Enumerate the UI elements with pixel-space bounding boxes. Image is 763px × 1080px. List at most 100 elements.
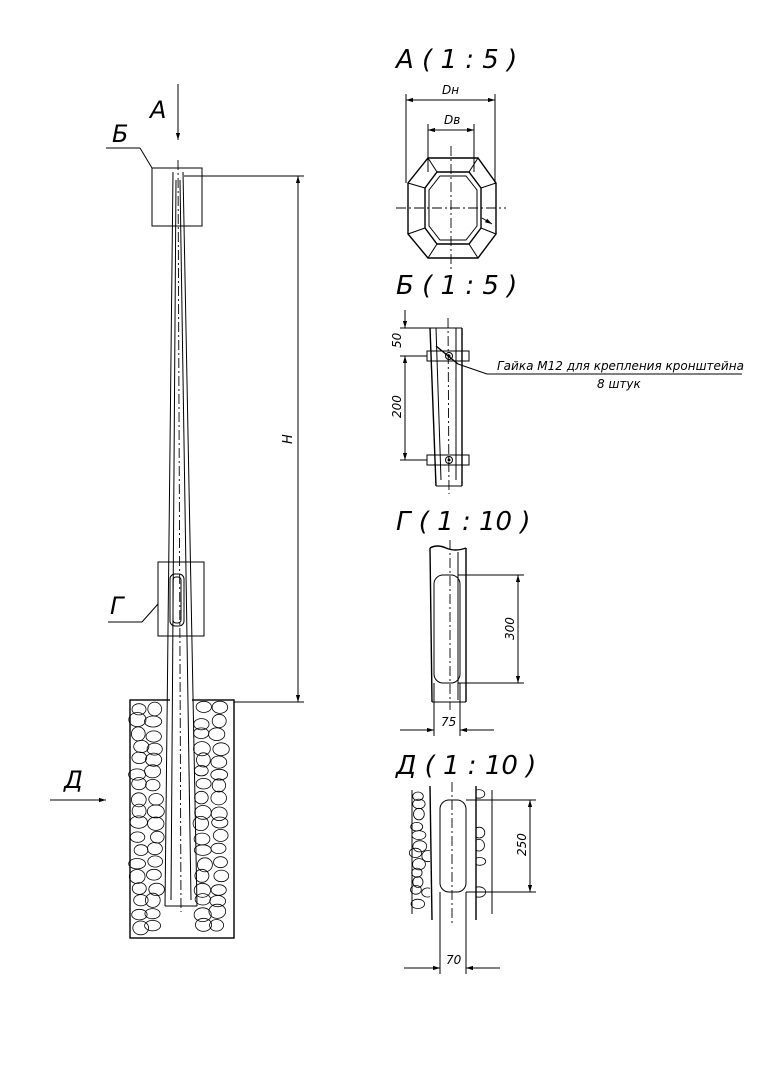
stone-shape (210, 842, 227, 855)
stone-shape (210, 884, 227, 896)
stone-shape (147, 816, 165, 831)
dim-top-offset: 50 (390, 332, 404, 348)
label-a: А (148, 96, 166, 124)
stone-shape (131, 908, 148, 921)
stone-shape (195, 778, 212, 790)
stone-shape (411, 830, 427, 840)
label-d: Д (63, 766, 83, 794)
note-nut: Гайка М12 для крепления кронштейна (497, 359, 744, 373)
stone-shape (133, 894, 149, 907)
stone-shape (209, 895, 227, 908)
stone-shape (146, 804, 165, 819)
stone-shape (147, 701, 163, 717)
stone-shape (128, 869, 146, 884)
stone-shape (193, 741, 211, 757)
stone-shape (213, 856, 228, 869)
dim-hatch-width: 75 (441, 715, 456, 729)
stone-shape (410, 898, 426, 910)
dim-opening-width: 70 (446, 953, 462, 967)
stone-shape (146, 842, 163, 856)
view-d: Д ( 1 : 10 ) 250 70 (395, 751, 536, 974)
stone-shape (131, 726, 146, 742)
stone-shape (147, 855, 164, 868)
stone-shape (148, 882, 165, 897)
stone-shape (412, 840, 428, 853)
stone-shape (144, 908, 161, 920)
view-a: А ( 1 : 5 ) Dн Dв (394, 45, 517, 270)
stone-shape (131, 792, 147, 808)
stone-shape (192, 816, 209, 832)
dim-opening-height: 250 (515, 833, 529, 856)
stone-shape (193, 907, 212, 922)
stone-shape (208, 903, 227, 919)
dim-nut-span: 200 (390, 395, 404, 418)
view-d-title: Д ( 1 : 10 ) (395, 751, 536, 781)
stone-shape (145, 752, 163, 767)
stone-shape (145, 778, 161, 792)
view-g: Г ( 1 : 10 ) 300 75 (396, 507, 530, 736)
hatch-opening (169, 573, 185, 627)
stone-shape (196, 857, 213, 873)
stone-shape (145, 892, 161, 908)
label-b: Б (112, 120, 128, 148)
stone-shape (410, 884, 422, 895)
stone-shape (144, 919, 162, 932)
stone-shape (129, 831, 146, 843)
stone-shape (144, 715, 163, 728)
stone-shape (413, 807, 425, 821)
stone-shape (146, 868, 162, 881)
stone-shape (210, 768, 229, 781)
dim-inner-diameter: Dв (444, 113, 460, 127)
stone-shape (412, 858, 426, 871)
stone-shape (210, 790, 227, 806)
stone-shape (193, 882, 211, 898)
stone-shape (211, 816, 229, 829)
stone-shape (208, 727, 226, 741)
label-g: Г (110, 592, 125, 620)
detail-box-g (157, 561, 205, 637)
stone-shape (212, 742, 230, 756)
view-b: Б ( 1 : 5 ) 50 200 Гайка М12 для креплен… (390, 271, 744, 495)
dim-outer-diameter: Dн (442, 83, 459, 97)
stone-shape (209, 919, 225, 932)
view-a-title: А ( 1 : 5 ) (394, 45, 517, 75)
stone-shape (408, 847, 423, 859)
stone-shape (211, 713, 227, 729)
stone-shape (211, 700, 229, 714)
stone-shape (412, 791, 424, 802)
stone-shape (194, 868, 210, 883)
stone-shape (193, 844, 212, 856)
stone-shape (213, 869, 230, 883)
main-view: Б А Г Д H (50, 84, 304, 939)
stone-shape (145, 730, 162, 743)
foundation (128, 699, 235, 939)
pole (164, 159, 198, 913)
stone-shape (150, 830, 165, 844)
stone-shape (210, 755, 228, 769)
stone-shape (212, 829, 229, 842)
stone-shape (193, 832, 211, 846)
height-dimension: H (184, 175, 304, 703)
stone-shape (195, 700, 212, 713)
stone-shape (133, 844, 149, 856)
stone-shape (131, 777, 147, 791)
stone-shape (131, 882, 147, 895)
detail-box-b (151, 167, 203, 227)
stone-shape (194, 917, 212, 932)
stone-shape (211, 778, 226, 793)
view-b-title: Б ( 1 : 5 ) (396, 271, 517, 301)
stone-shape (133, 740, 150, 754)
stone-shape (148, 793, 164, 806)
note-count: 8 штук (597, 377, 642, 391)
view-g-title: Г ( 1 : 10 ) (396, 507, 530, 537)
stone-shape (144, 764, 162, 779)
foundation-stones (128, 700, 230, 936)
stone-shape (210, 806, 228, 822)
stone-shape (131, 703, 147, 716)
stone-shape (129, 815, 148, 829)
stone-shape (412, 876, 424, 888)
stone-shape (411, 867, 423, 878)
stone-shape (132, 920, 150, 936)
stone-shape (194, 790, 209, 805)
